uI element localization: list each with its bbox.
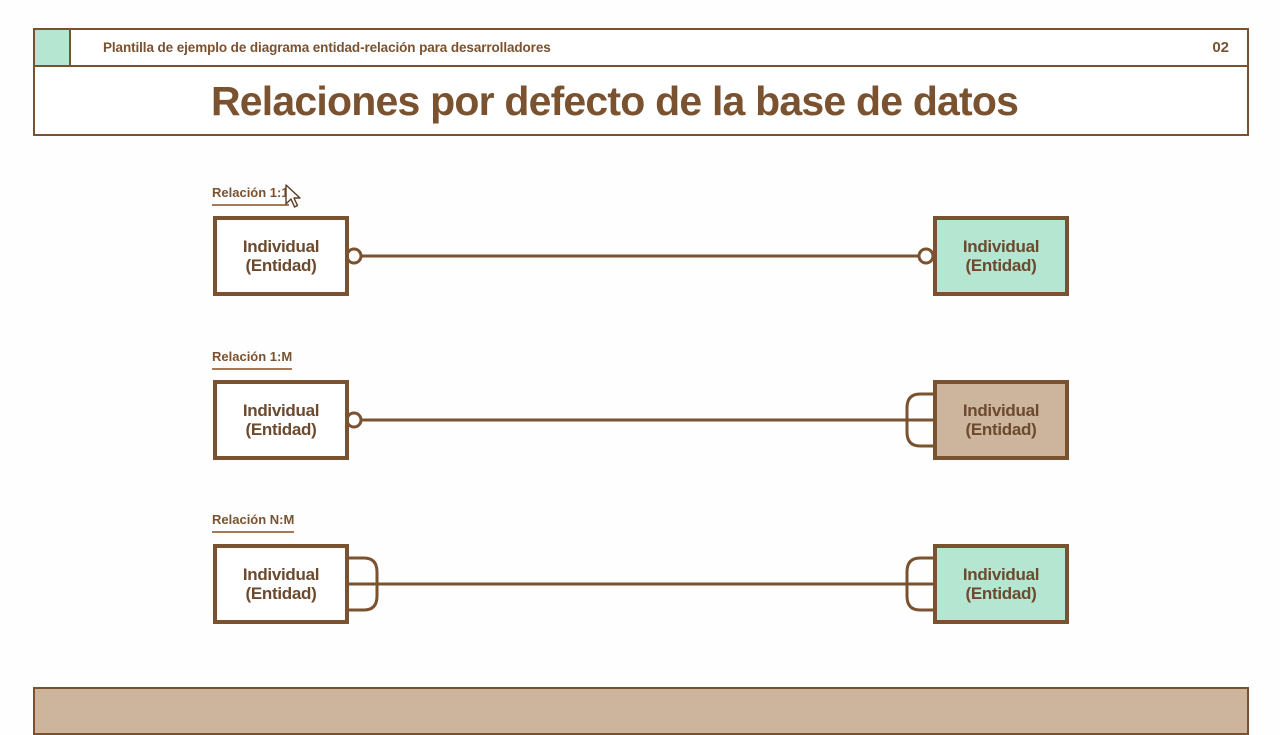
- entity-box-right-1-1[interactable]: Individual (Entidad): [933, 216, 1069, 296]
- entity-type: (Entidad): [965, 420, 1037, 439]
- slide-title: Relaciones por defecto de la base de dat…: [211, 78, 1019, 124]
- entity-box-right-n-m[interactable]: Individual (Entidad): [933, 544, 1069, 624]
- er-diagram-area: Relación 1:1 Individual (Entidad) Indivi…: [0, 136, 1280, 676]
- entity-type: (Entidad): [965, 584, 1037, 603]
- entity-box-left-1-1[interactable]: Individual (Entidad): [213, 216, 349, 296]
- entity-type: (Entidad): [245, 256, 317, 275]
- connector-1-1: [345, 247, 935, 265]
- entity-name: Individual: [962, 237, 1040, 256]
- header-accent-square: [35, 30, 71, 65]
- connector-circle-left: [345, 411, 363, 429]
- relation-row-n-m: Relación N:M Individual (Entidad) Indivi…: [0, 464, 1280, 628]
- relation-row-1-1: Relación 1:1 Individual (Entidad) Indivi…: [0, 136, 1280, 300]
- slide-header-block: Plantilla de ejemplo de diagrama entidad…: [33, 28, 1249, 136]
- entity-type: (Entidad): [965, 256, 1037, 275]
- entity-name: Individual: [242, 401, 320, 420]
- entity-name: Individual: [242, 565, 320, 584]
- connector-n-m: [345, 582, 935, 586]
- entity-type: (Entidad): [245, 420, 317, 439]
- header-bar: Plantilla de ejemplo de diagrama entidad…: [35, 30, 1247, 67]
- entity-box-left-n-m[interactable]: Individual (Entidad): [213, 544, 349, 624]
- entity-type: (Entidad): [245, 584, 317, 603]
- entity-box-right-1-m[interactable]: Individual (Entidad): [933, 380, 1069, 460]
- entity-box-left-1-m[interactable]: Individual (Entidad): [213, 380, 349, 460]
- entity-name: Individual: [962, 401, 1040, 420]
- connector-circle-left: [345, 247, 363, 265]
- relation-label-1-m: Relación 1:M: [212, 349, 293, 370]
- footer-bar: [33, 687, 1249, 735]
- relation-label-1-1: Relación 1:1: [212, 185, 289, 206]
- entity-name: Individual: [242, 237, 320, 256]
- connector-1-m: [345, 411, 935, 429]
- connector-circle-right: [917, 247, 935, 265]
- header-template-title: Plantilla de ejemplo de diagrama entidad…: [103, 40, 551, 55]
- page-number: 02: [1212, 39, 1229, 56]
- relation-label-n-m: Relación N:M: [212, 512, 295, 533]
- relation-row-1-m: Relación 1:M Individual (Entidad) Indivi…: [0, 300, 1280, 464]
- entity-name: Individual: [962, 565, 1040, 584]
